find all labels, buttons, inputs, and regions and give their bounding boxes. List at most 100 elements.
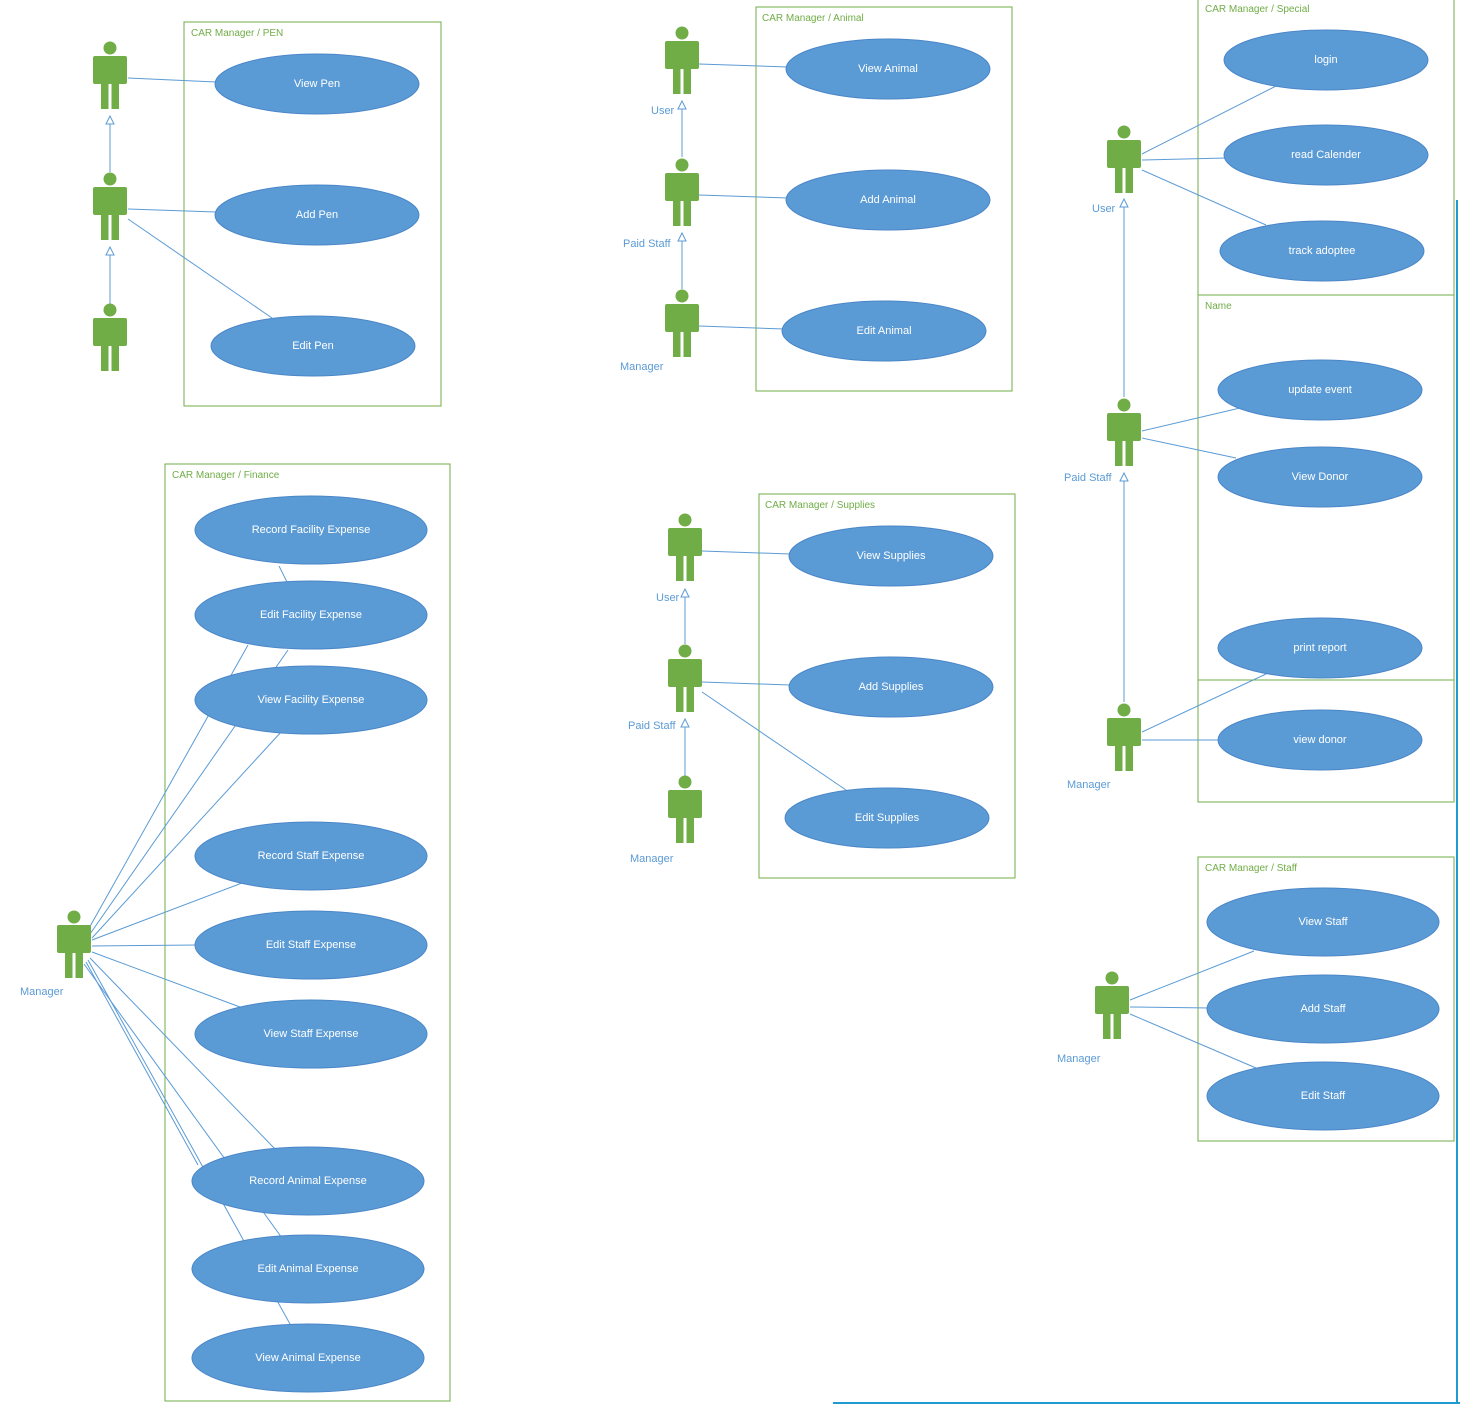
- uc-edit-staff-expense-label: Edit Staff Expense: [266, 939, 356, 951]
- special-actor-user[interactable]: [1107, 125, 1141, 194]
- uc-view-donor-label: View Donor: [1292, 471, 1349, 483]
- uc-view-staff-expense-label: View Staff Expense: [264, 1028, 359, 1040]
- uc-add-animal[interactable]: Add Animal: [785, 169, 991, 231]
- supplies-actor-paid-staff-label: Paid Staff: [628, 720, 676, 732]
- uc-edit-supplies[interactable]: Edit Supplies: [784, 787, 990, 849]
- uc-update-event[interactable]: update event: [1217, 359, 1423, 421]
- uc-view-staff-label: View Staff: [1298, 916, 1348, 928]
- uc-record-animal-expense-label: Record Animal Expense: [249, 1175, 366, 1187]
- uc-view-facility-expense[interactable]: View Facility Expense: [194, 665, 428, 735]
- uc-add-staff-label: Add Staff: [1300, 1003, 1346, 1015]
- uc-add-staff[interactable]: Add Staff: [1206, 974, 1440, 1044]
- uc-edit-staff-label: Edit Staff: [1301, 1090, 1346, 1102]
- uc-view-donor-manager-label: view donor: [1293, 734, 1347, 746]
- uc-print-report-label: print report: [1293, 642, 1346, 654]
- uc-view-facility-expense-label: View Facility Expense: [258, 694, 365, 706]
- animal-actor-manager[interactable]: [665, 289, 699, 358]
- supplies-actor-manager-label: Manager: [630, 853, 674, 865]
- uc-read-calender-label: read Calender: [1291, 149, 1361, 161]
- pen-diagram: CAR Manager / PEN View Pen Add Pen Edit …: [93, 21, 442, 407]
- uc-edit-animal-label: Edit Animal: [856, 325, 911, 337]
- special-actor-user-label: User: [1092, 203, 1116, 215]
- finance-actor-manager-label: Manager: [20, 986, 64, 998]
- uc-edit-animal-expense-label: Edit Animal Expense: [258, 1263, 359, 1275]
- uc-view-animal[interactable]: View Animal: [785, 38, 991, 100]
- animal-frame: [755, 6, 1013, 392]
- uc-login-label: login: [1314, 54, 1337, 66]
- uc-track-adoptee[interactable]: track adoptee: [1219, 220, 1425, 282]
- staff-frame: [1197, 856, 1455, 1142]
- supplies-actor-paid-staff[interactable]: [668, 644, 702, 713]
- uc-edit-animal-expense[interactable]: Edit Animal Expense: [191, 1234, 425, 1304]
- special-diagram: CAR Manager / Special Name login read Ca…: [1064, 0, 1455, 803]
- supplies-frame-title: CAR Manager / Supplies: [765, 500, 875, 511]
- staff-actor-manager-label: Manager: [1057, 1053, 1101, 1065]
- supplies-frame: [758, 493, 1016, 879]
- finance-diagram: CAR Manager / Finance Record Facility Ex…: [20, 463, 451, 1402]
- uc-record-facility-expense[interactable]: Record Facility Expense: [194, 495, 428, 565]
- animal-frame-title: CAR Manager / Animal: [762, 13, 864, 24]
- animal-actor-paid-staff-label: Paid Staff: [623, 238, 671, 250]
- pen-frame: [183, 21, 442, 407]
- uc-record-animal-expense[interactable]: Record Animal Expense: [191, 1146, 425, 1216]
- uc-view-staff-expense[interactable]: View Staff Expense: [194, 999, 428, 1069]
- special-actor-paid-staff-label: Paid Staff: [1064, 472, 1112, 484]
- special-actor-manager-label: Manager: [1067, 779, 1111, 791]
- uc-edit-animal[interactable]: Edit Animal: [781, 300, 987, 362]
- uc-record-facility-expense-label: Record Facility Expense: [252, 524, 371, 536]
- uc-view-supplies[interactable]: View Supplies: [788, 525, 994, 587]
- uc-view-supplies-label: View Supplies: [857, 550, 926, 562]
- uc-edit-pen-label: Edit Pen: [292, 340, 334, 352]
- manager-frame: [1197, 679, 1455, 803]
- uc-add-animal-label: Add Animal: [860, 194, 916, 206]
- uc-record-staff-expense-label: Record Staff Expense: [258, 850, 365, 862]
- staff-frame-title: CAR Manager / Staff: [1205, 863, 1297, 874]
- staff-actor-manager[interactable]: [1095, 971, 1129, 1040]
- finance-frame: [164, 463, 451, 1402]
- finance-actor-manager[interactable]: [57, 910, 91, 979]
- special-frame-title: CAR Manager / Special: [1205, 4, 1310, 15]
- uc-view-animal-expense-label: View Animal Expense: [255, 1352, 361, 1364]
- uc-edit-staff-expense[interactable]: Edit Staff Expense: [194, 910, 428, 980]
- animal-actor-paid-staff[interactable]: [665, 158, 699, 227]
- supplies-diagram: CAR Manager / Supplies View Supplies Add…: [628, 493, 1016, 879]
- special-actor-paid-staff[interactable]: [1107, 398, 1141, 467]
- animal-actor-manager-label: Manager: [620, 361, 664, 373]
- uc-view-pen[interactable]: View Pen: [214, 53, 420, 115]
- uc-add-supplies[interactable]: Add Supplies: [788, 656, 994, 718]
- animal-actor-user[interactable]: [665, 26, 699, 95]
- uc-print-report[interactable]: print report: [1217, 617, 1423, 679]
- uc-read-calender[interactable]: read Calender: [1223, 124, 1429, 186]
- uc-view-donor-manager[interactable]: view donor: [1217, 709, 1423, 771]
- uc-view-animal-label: View Animal: [858, 63, 918, 75]
- uc-add-pen-label: Add Pen: [296, 209, 338, 221]
- uc-edit-facility-expense-label: Edit Facility Expense: [260, 609, 362, 621]
- uc-record-staff-expense[interactable]: Record Staff Expense: [194, 821, 428, 891]
- pen-frame-title: CAR Manager / PEN: [191, 28, 283, 39]
- uc-view-pen-label: View Pen: [294, 78, 340, 90]
- uc-edit-facility-expense[interactable]: Edit Facility Expense: [194, 580, 428, 650]
- uc-add-pen[interactable]: Add Pen: [214, 184, 420, 246]
- supplies-actor-user-label: User: [656, 592, 680, 604]
- uc-track-adoptee-label: track adoptee: [1289, 245, 1356, 257]
- uc-login[interactable]: login: [1223, 29, 1429, 91]
- uc-edit-pen[interactable]: Edit Pen: [210, 315, 416, 377]
- uc-edit-supplies-label: Edit Supplies: [855, 812, 920, 824]
- uc-view-donor[interactable]: View Donor: [1217, 446, 1423, 508]
- uc-view-animal-expense[interactable]: View Animal Expense: [191, 1323, 425, 1393]
- special-actor-manager[interactable]: [1107, 703, 1141, 772]
- supplies-actor-manager[interactable]: [668, 775, 702, 844]
- staff-diagram: CAR Manager / Staff View Staff Add Staff…: [1057, 856, 1455, 1142]
- supplies-actor-user[interactable]: [668, 513, 702, 582]
- finance-frame-title: CAR Manager / Finance: [172, 470, 280, 481]
- animal-diagram: CAR Manager / Animal View Animal Add Ani…: [620, 6, 1013, 392]
- uc-update-event-label: update event: [1288, 384, 1352, 396]
- uc-view-staff[interactable]: View Staff: [1206, 887, 1440, 957]
- pen-actor-middle[interactable]: [93, 172, 127, 241]
- animal-actor-user-label: User: [651, 105, 675, 117]
- pen-actor-top[interactable]: [93, 41, 127, 110]
- name-frame-title: Name: [1205, 301, 1232, 312]
- uc-edit-staff[interactable]: Edit Staff: [1206, 1061, 1440, 1131]
- pen-actor-bottom[interactable]: [93, 303, 127, 372]
